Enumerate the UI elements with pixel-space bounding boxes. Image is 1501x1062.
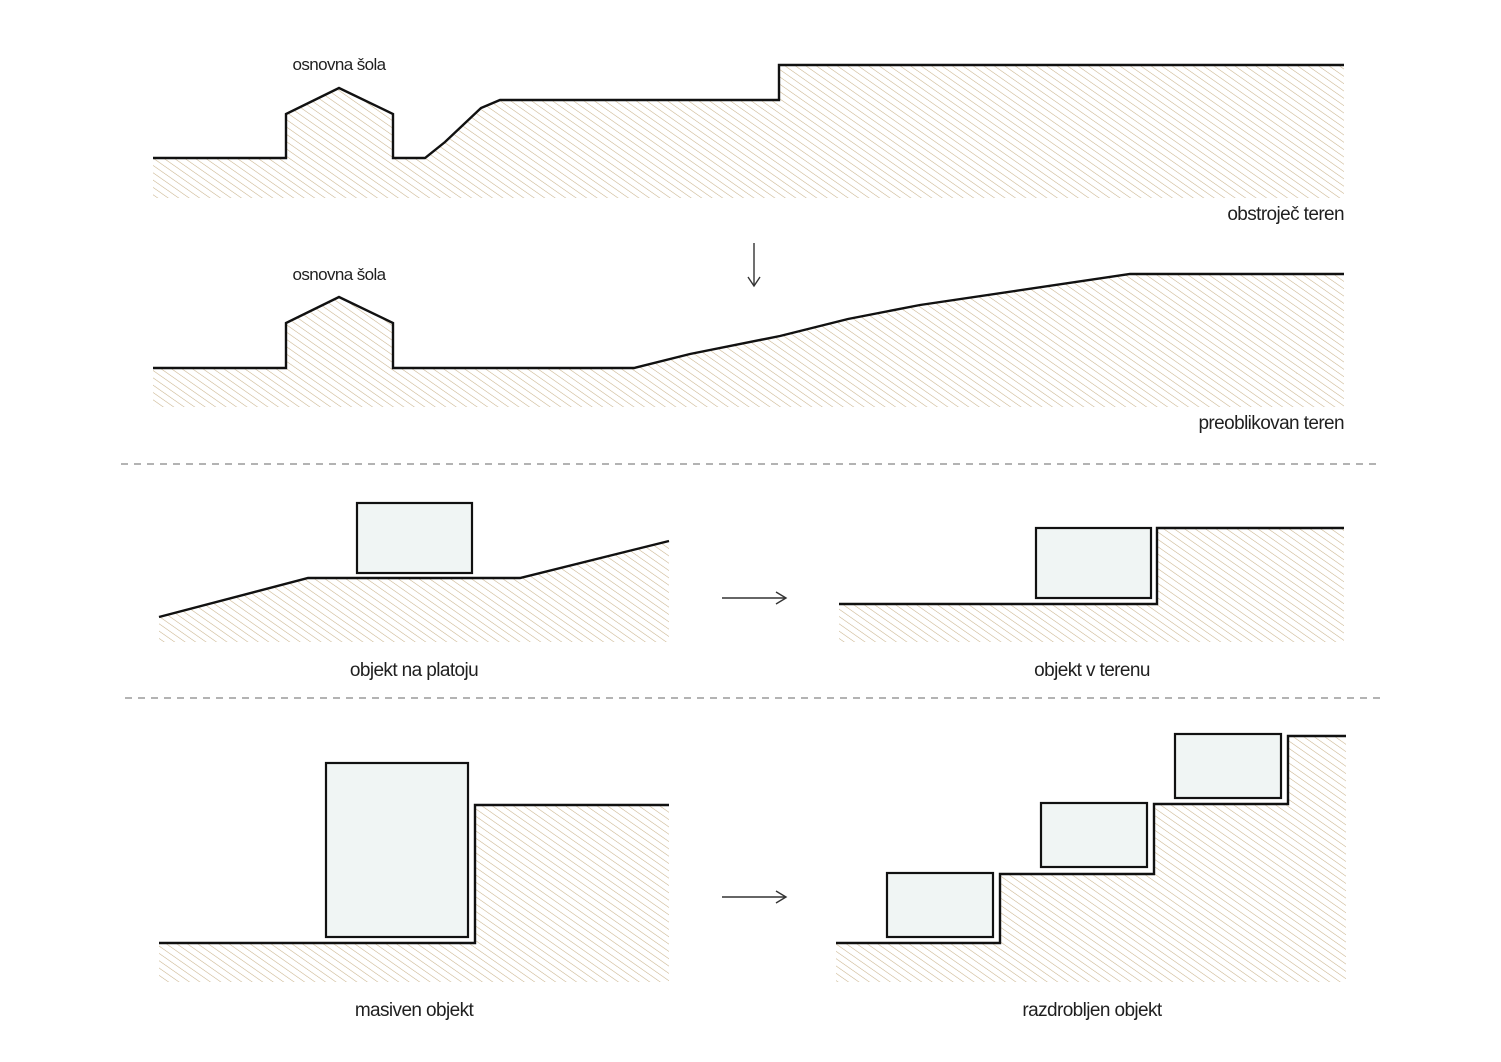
- plateau-ground: [159, 541, 669, 642]
- existing-terrain-caption: obstroječ teren: [1227, 204, 1344, 225]
- fragmented-building-1: [885, 871, 995, 939]
- plateau-profile: [158, 539, 670, 619]
- object-on-plateau-diagram: objekt na platoju: [158, 501, 670, 681]
- reshaped-terrain-caption: preoblikovan teren: [1198, 413, 1344, 434]
- in-terrain-building: [1034, 526, 1153, 600]
- fragmented-building-2: [1039, 801, 1149, 869]
- plateau-building: [355, 501, 474, 575]
- reshaped-terrain-section: osnovna šola preoblikovan teren: [153, 265, 1345, 434]
- existing-terrain-section: osnovna šola obstroječ teren: [153, 55, 1345, 225]
- fragmented-object-caption: razdrobljen objekt: [1022, 1000, 1162, 1021]
- down-arrow-icon: [747, 243, 761, 288]
- school-label-existing: osnovna šola: [293, 55, 387, 74]
- in-terrain-profile: [839, 526, 1344, 606]
- existing-terrain-profile: [153, 63, 1344, 160]
- right-arrow-icon: [722, 591, 788, 605]
- reshaped-terrain-ground: [153, 274, 1344, 407]
- fragmented-ground: [836, 736, 1346, 982]
- fragmented-profile: [836, 734, 1346, 945]
- object-in-terrain-diagram: objekt v terenu: [839, 526, 1344, 681]
- massive-profile: [159, 803, 669, 945]
- in-terrain-ground: [839, 528, 1344, 642]
- massive-ground: [159, 805, 669, 982]
- school-label-reshaped: osnovna šola: [293, 265, 387, 284]
- massive-object-diagram: masiven objekt: [159, 761, 669, 1021]
- object-on-plateau-caption: objekt na platoju: [350, 660, 478, 681]
- reshaped-terrain-profile: [153, 272, 1344, 370]
- massive-object-caption: masiven objekt: [355, 1000, 475, 1021]
- massive-building: [324, 761, 470, 939]
- existing-terrain-ground: [153, 65, 1344, 198]
- fragmented-building-3: [1173, 732, 1283, 800]
- object-in-terrain-caption: objekt v terenu: [1034, 660, 1150, 681]
- fragmented-object-diagram: razdrobljen objekt: [836, 732, 1346, 1021]
- right-arrow-icon-2: [722, 890, 788, 904]
